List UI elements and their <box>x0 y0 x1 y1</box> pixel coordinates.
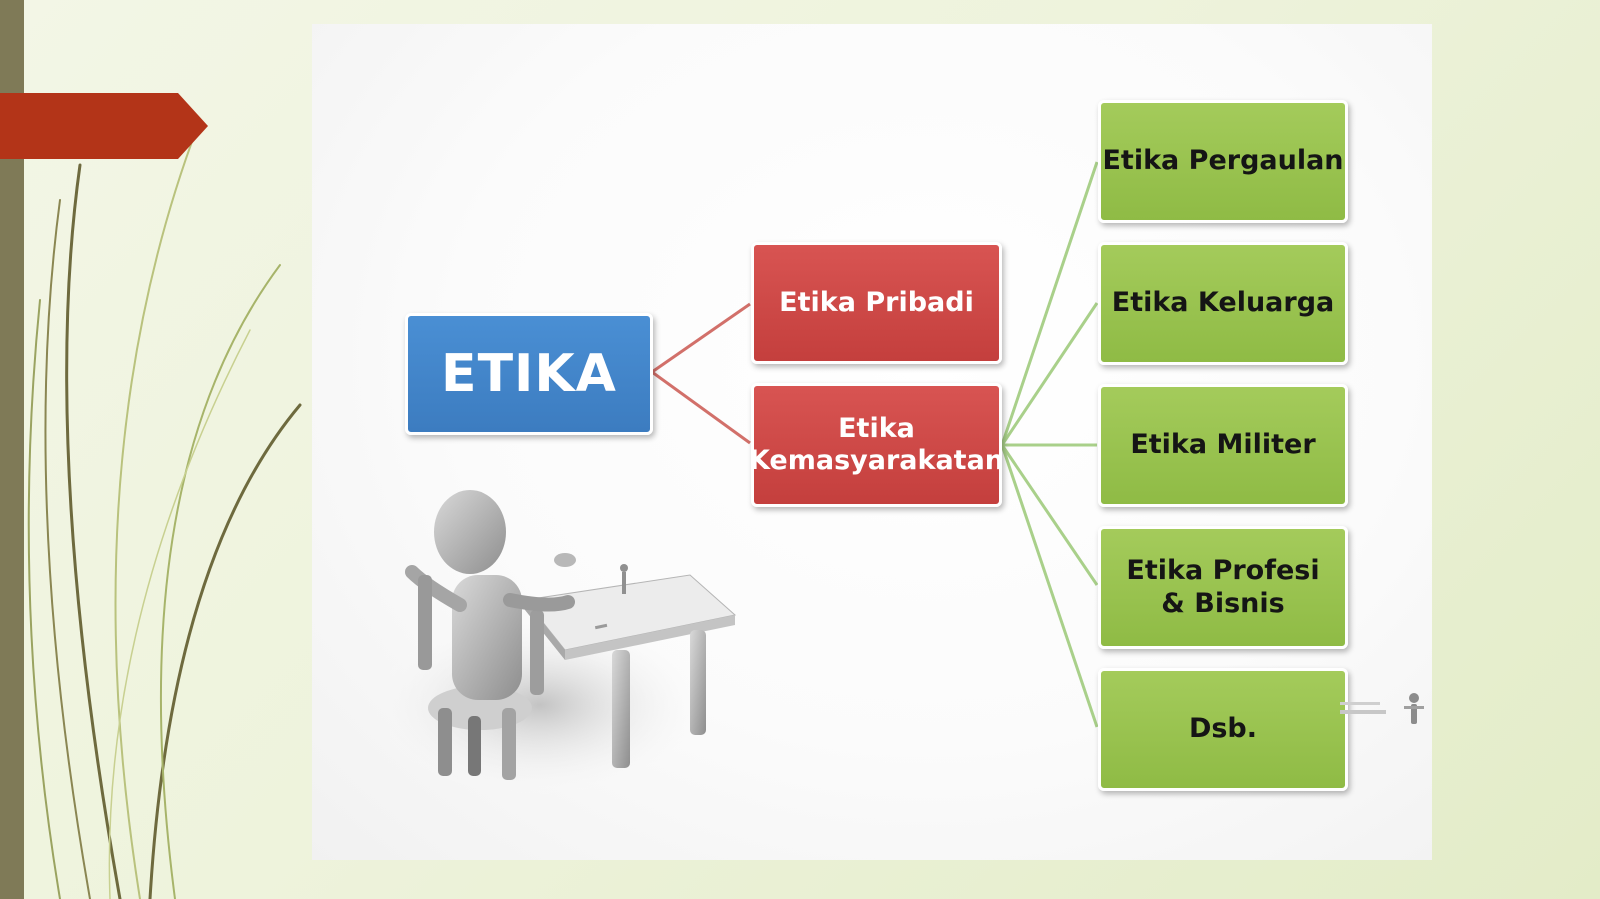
root-node-label: ETIKA <box>441 343 617 404</box>
root-node: ETIKA <box>405 313 653 435</box>
curved-grass-decoration <box>27 119 302 899</box>
node-etika-pergaulan: Etika Pergaulan <box>1098 100 1348 223</box>
connector-to-dsb <box>1000 444 1099 728</box>
node-etika-militer: Etika Militer <box>1098 384 1348 507</box>
node-etika-militer-label: Etika Militer <box>1130 429 1316 461</box>
connector-to-pergaulan <box>1000 161 1099 446</box>
node-dsb-label: Dsb. <box>1188 713 1258 745</box>
node-etika-kemasyarakatan: Etika Kemasyarakatan <box>748 383 1005 507</box>
connector-to-profesi <box>1000 444 1099 586</box>
root-connectors <box>651 302 751 445</box>
small-figure-logo <box>1340 693 1424 724</box>
figure-at-desk-illustration <box>390 490 737 800</box>
node-etika-keluarga: Etika Keluarga <box>1098 242 1348 365</box>
node-etika-kemasyarakatan-label: Etika Kemasyarakatan <box>748 412 1005 476</box>
node-etika-keluarga-label: Etika Keluarga <box>1111 287 1335 319</box>
connector-to-keluarga <box>1000 302 1099 446</box>
connector-root-to-pribadi <box>651 302 751 374</box>
connector-root-to-kemasyarakatan <box>651 370 751 445</box>
node-etika-profesi-bisnis: Etika Profesi & Bisnis <box>1098 526 1348 649</box>
node-dsb: Dsb. <box>1098 668 1348 791</box>
node-etika-profesi-bisnis-label: Etika Profesi & Bisnis <box>1126 555 1320 619</box>
branch-connectors <box>1000 161 1099 728</box>
node-etika-pribadi-label: Etika Pribadi <box>779 286 974 318</box>
node-etika-pribadi: Etika Pribadi <box>751 242 1002 364</box>
node-etika-pergaulan-label: Etika Pergaulan <box>1102 145 1344 177</box>
red-arrow-tab <box>0 93 208 159</box>
